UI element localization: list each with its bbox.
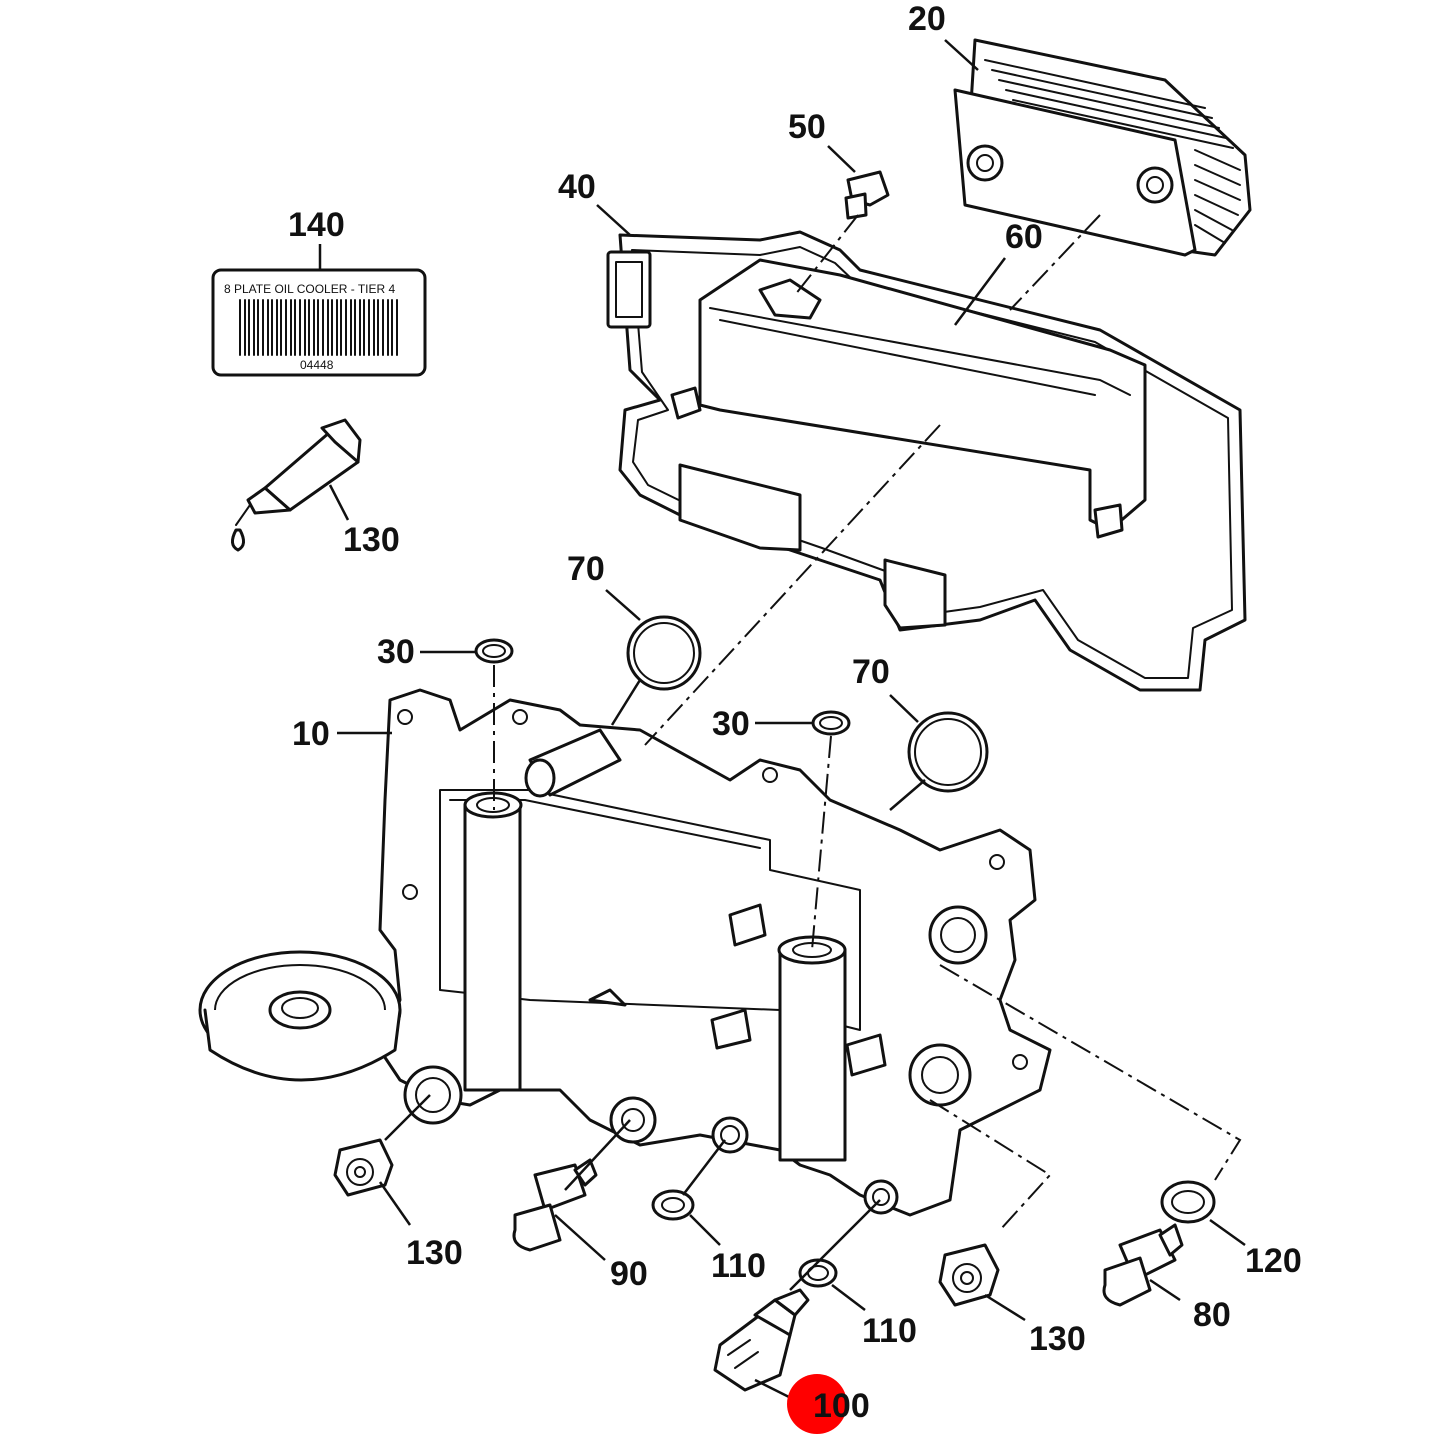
callout-70-lower[interactable]: 70 <box>852 653 890 691</box>
sensor-100[interactable] <box>713 1288 810 1392</box>
bolt-50[interactable] <box>844 170 890 220</box>
callout-140[interactable]: 140 <box>288 206 345 244</box>
oil-cooler-housing[interactable] <box>198 688 1052 1217</box>
washer-110-left[interactable] <box>651 1189 695 1221</box>
callout-50[interactable]: 50 <box>788 108 826 146</box>
callout-90[interactable]: 90 <box>610 1255 648 1293</box>
callout-10[interactable]: 10 <box>292 715 330 753</box>
sensor-80[interactable] <box>1102 1223 1184 1307</box>
o-ring-30-right[interactable] <box>811 710 851 736</box>
callout-110-left[interactable]: 110 <box>711 1247 766 1285</box>
callout-20[interactable]: 20 <box>908 0 946 38</box>
o-ring-70-lower[interactable] <box>907 711 989 793</box>
callout-100[interactable]: 100 <box>813 1387 870 1425</box>
o-ring-30-left[interactable] <box>474 638 514 664</box>
leader-lines <box>318 39 1246 1402</box>
callout-80[interactable]: 80 <box>1193 1296 1231 1334</box>
assembly-lines <box>493 214 1242 1231</box>
callout-130-left[interactable]: 130 <box>406 1234 463 1272</box>
callout-110-right[interactable]: 110 <box>862 1312 917 1350</box>
barcode <box>239 299 398 356</box>
sealant-tube-130[interactable] <box>231 418 362 552</box>
plug-130-right[interactable] <box>938 1243 1000 1307</box>
callout-40[interactable]: 40 <box>558 168 596 206</box>
oil-cooler-core[interactable] <box>953 38 1252 257</box>
plug-130-left[interactable] <box>333 1138 394 1197</box>
highlight-marker <box>787 1374 847 1434</box>
callout-130-right[interactable]: 130 <box>1029 1320 1086 1358</box>
sensor-90[interactable] <box>512 1158 598 1252</box>
callouts: 20 50 40 60 140 130 70 30 70 30 10 130 9… <box>288 0 1302 1425</box>
callout-30-right[interactable]: 30 <box>712 705 750 743</box>
callout-30-left[interactable]: 30 <box>377 633 415 671</box>
callout-70-upper[interactable]: 70 <box>567 550 605 588</box>
o-ring-70-upper[interactable] <box>626 615 702 691</box>
callout-60[interactable]: 60 <box>1005 218 1043 256</box>
callout-120[interactable]: 120 <box>1245 1242 1302 1280</box>
callout-130-tube[interactable]: 130 <box>343 521 400 559</box>
label-140[interactable]: 8 PLATE OIL COOLER - TIER 4 04448 <box>211 268 427 377</box>
label-title-text: 8 PLATE OIL COOLER - TIER 4 <box>224 282 395 296</box>
cooler-cover[interactable] <box>606 250 1147 539</box>
washer-120[interactable] <box>1160 1180 1216 1224</box>
label-code-text: 04448 <box>300 358 334 372</box>
